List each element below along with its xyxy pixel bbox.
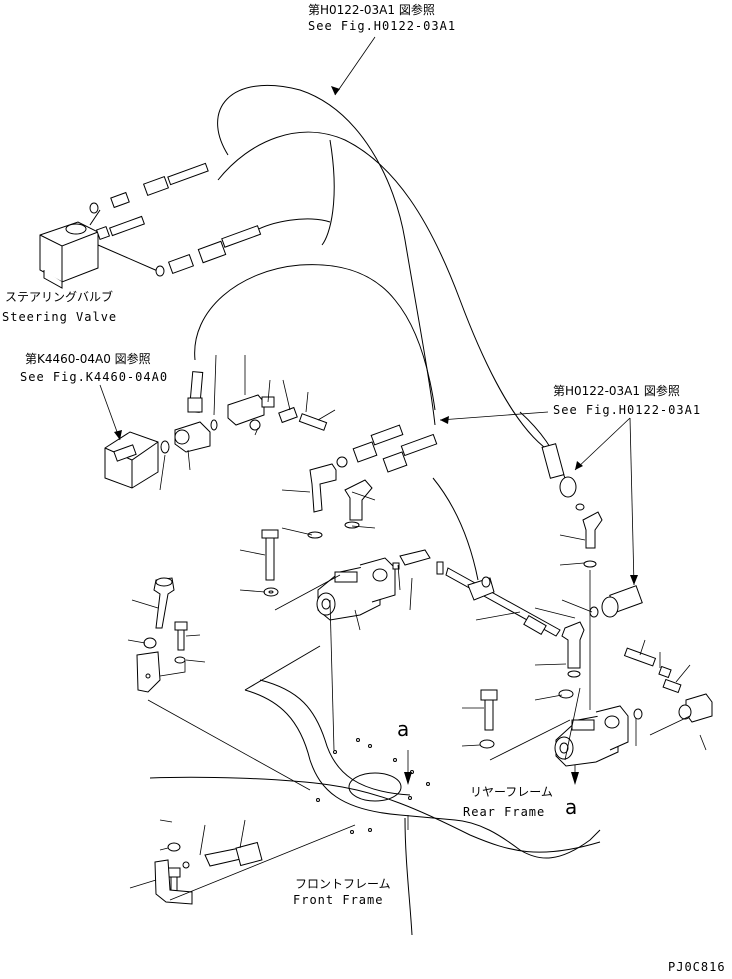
lower-right-valve-drawing xyxy=(479,689,629,767)
middle-fittings xyxy=(227,394,438,597)
rear-frame-label-en: Rear Frame xyxy=(463,805,546,819)
right-ref-jp: 第H0122-03A1 図参照 xyxy=(553,384,680,398)
upper-fittings xyxy=(89,162,262,277)
top-ref-jp: 第H0122-03A1 図参照 xyxy=(308,3,435,17)
left-block-drawing xyxy=(104,371,218,489)
marker-a-frame: a xyxy=(397,717,410,741)
steering-valve-drawing xyxy=(39,209,161,289)
central-valve-drawing xyxy=(316,549,444,621)
left-ref-en: See Fig.K4460-04A0 xyxy=(20,370,169,384)
figure-code: PJ0C816 xyxy=(668,960,726,974)
front-frame-label-jp: フロントフレーム xyxy=(295,877,391,891)
left-ref-jp: 第K4460-04A0 図参照 xyxy=(25,352,151,366)
top-ref-en: See Fig.H0122-03A1 xyxy=(308,19,457,33)
long-pipe xyxy=(445,567,561,637)
steering-valve-label-jp: ステアリングバルブ xyxy=(5,290,114,304)
arrow-heads xyxy=(114,86,638,785)
right-ref-en: See Fig.H0122-03A1 xyxy=(553,403,702,417)
steering-valve-label-en: Steering Valve xyxy=(2,310,118,324)
lower-left-parts xyxy=(154,841,263,905)
rear-frame-label-jp: リヤーフレーム xyxy=(470,785,553,799)
marker-a-valve: a xyxy=(565,795,578,819)
hose-lines xyxy=(194,85,566,581)
leader-lines xyxy=(99,36,707,901)
front-frame-label-en: Front Frame xyxy=(293,893,384,907)
frame-outlines xyxy=(149,645,601,936)
right-fittings xyxy=(541,443,713,723)
left-bracket-parts xyxy=(136,577,188,693)
